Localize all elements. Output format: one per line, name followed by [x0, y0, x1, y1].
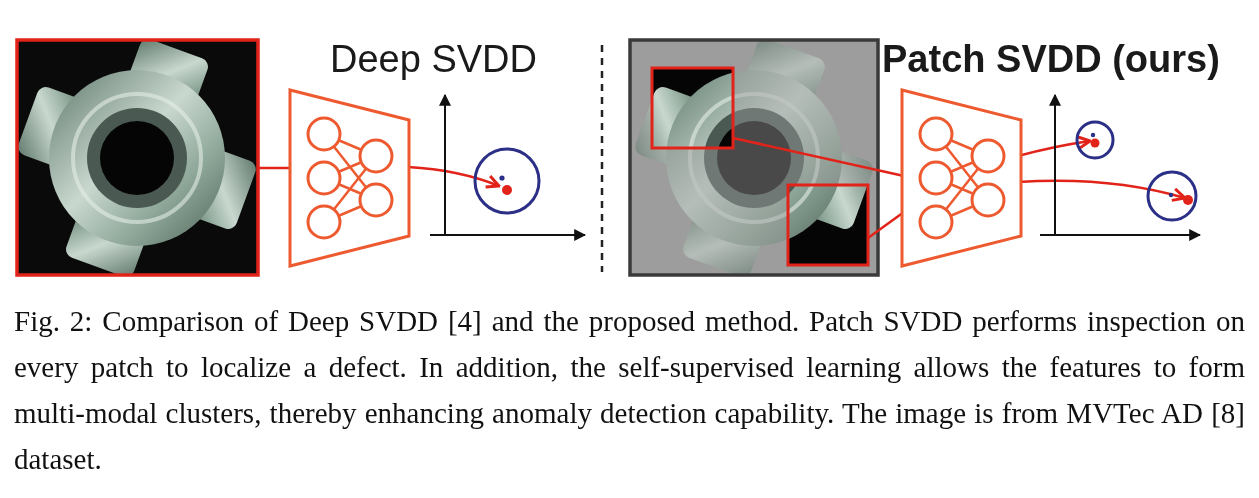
method-heading: Deep SVDD — [330, 38, 537, 82]
figure-caption: Fig. 2: Comparison of Deep SVDD [4] and … — [14, 298, 1245, 482]
flow-arrow — [1018, 181, 1185, 198]
network-node: Patch SVDD (ours) — [882, 38, 1220, 268]
flow-line — [868, 212, 904, 238]
network-symbol — [288, 88, 412, 268]
flow-line — [259, 167, 290, 170]
network-node: Deep SVDD — [288, 38, 537, 268]
input-image — [630, 37, 878, 280]
network-symbol — [900, 88, 1024, 268]
flow-line — [733, 138, 904, 176]
method-heading: Patch SVDD (ours) — [882, 38, 1220, 82]
feature-plot — [430, 95, 585, 236]
flow-arrow — [408, 167, 499, 186]
feature-plot — [1040, 95, 1200, 236]
input-image — [16, 37, 259, 280]
dashed-separator — [601, 45, 604, 272]
